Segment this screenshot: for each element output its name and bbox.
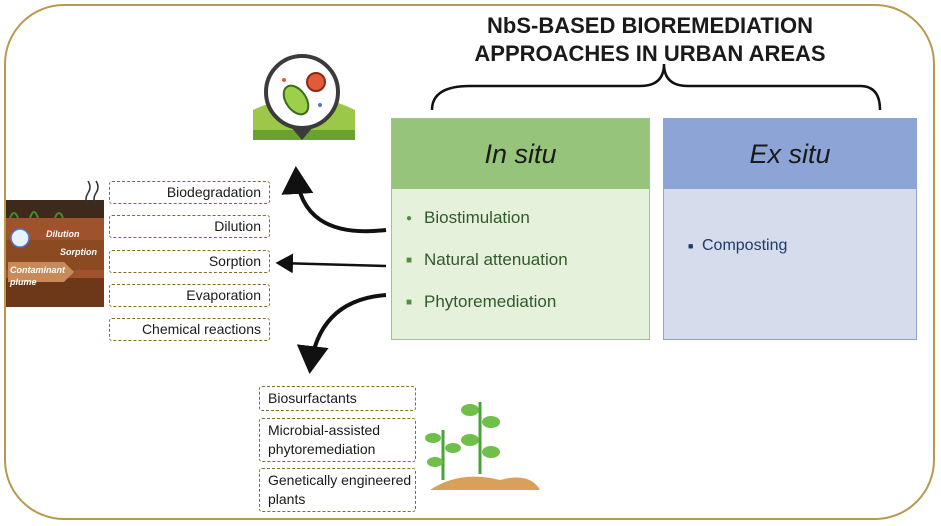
bullet-icon: ■	[688, 240, 694, 251]
soil-plume-label-2: plume	[9, 277, 37, 287]
diagram-title: NbS-BASED BIOREMEDIATION APPROACHES IN U…	[440, 12, 860, 68]
in-situ-item-label: Natural attenuation	[424, 250, 568, 269]
list-item: ■ Natural attenuation	[406, 249, 568, 291]
bullet-icon: ●	[406, 212, 413, 224]
process-box-sorption: Sorption	[109, 250, 270, 273]
in-situ-item-label: Biostimulation	[424, 208, 530, 227]
seedlings-icon	[425, 402, 540, 490]
list-item: ■ Phytoremediation	[406, 291, 568, 333]
ex-situ-list: ■ Composting	[688, 237, 787, 255]
process-box-dilution: Dilution	[109, 215, 270, 238]
strategy-box-biosurfactants: Biosurfactants	[259, 386, 416, 411]
soil-plume-label-1: Contaminant	[10, 265, 66, 275]
arrow-to-phyto	[296, 293, 387, 374]
diagram-frame	[4, 4, 935, 520]
title-line-2: APPROACHES IN URBAN AREAS	[474, 41, 826, 66]
arrow-to-microbes	[281, 166, 387, 234]
in-situ-heading: In situ	[392, 119, 649, 189]
strategy-box-microbial-assisted: Microbial-assisted phytoremediation	[259, 418, 416, 462]
title-line-1: NbS-BASED BIOREMEDIATION	[487, 13, 813, 38]
arrow-to-processes	[275, 253, 387, 274]
ex-situ-panel: Ex situ ■ Composting	[663, 118, 917, 340]
microbe-magnifier-icon	[253, 54, 355, 140]
process-box-chemical-reactions: Chemical reactions	[109, 318, 270, 341]
brace	[430, 63, 882, 111]
bullet-icon: ■	[406, 254, 413, 266]
ex-situ-heading: Ex situ	[664, 119, 916, 189]
soil-sorption-label: Sorption	[60, 247, 97, 257]
soil-profile-icon	[6, 180, 104, 307]
in-situ-item-label: Phytoremediation	[424, 292, 557, 311]
list-item: ● Biostimulation	[406, 207, 568, 249]
ex-situ-item-label: Composting	[702, 237, 788, 254]
process-box-evaporation: Evaporation	[109, 284, 270, 307]
soil-dilution-label: Dilution	[46, 229, 80, 239]
in-situ-list: ● Biostimulation ■ Natural attenuation ■ Ph…	[406, 207, 568, 333]
process-box-biodegradation: Biodegradation	[109, 181, 270, 204]
strategy-box-genetically-engineered: Genetically engineered plants	[259, 468, 416, 512]
bullet-icon: ■	[406, 296, 413, 308]
in-situ-panel: In situ ● Biostimulation ■ Natural attenua…	[391, 118, 650, 340]
